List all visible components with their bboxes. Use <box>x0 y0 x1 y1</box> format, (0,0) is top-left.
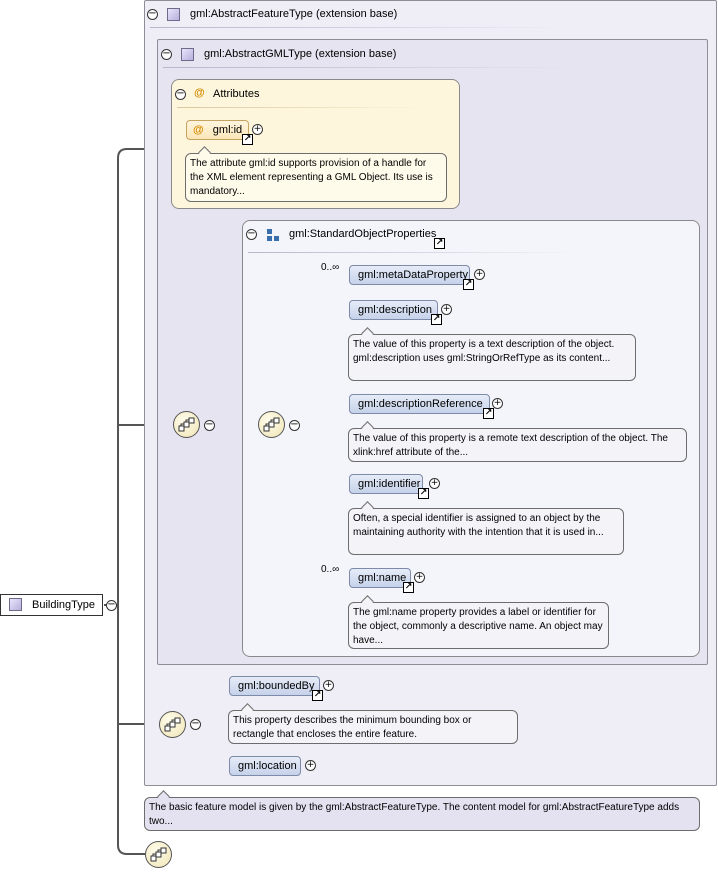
element-descriptionreference[interactable]: gml:descriptionReference <box>349 394 490 414</box>
attribute-at-icon: @ <box>194 87 205 99</box>
descriptionreference-link-icon[interactable]: ↗ <box>483 408 494 419</box>
metadataproperty-expand-icon[interactable]: + <box>474 269 485 280</box>
feature-sequence-compositor[interactable] <box>159 711 186 738</box>
identifier-link-icon[interactable]: ↗ <box>418 488 429 499</box>
name-expand-icon[interactable]: + <box>414 572 425 583</box>
gml-id-expand-icon[interactable]: + <box>252 124 263 135</box>
sequence-icon <box>263 417 280 432</box>
element-label: gml:name <box>358 572 407 584</box>
std-props-sequence-compositor[interactable] <box>258 411 285 438</box>
identifier-annotation: Often, a special identifier is assigned … <box>348 501 624 555</box>
root-complex-type[interactable]: BuildingType <box>0 594 103 616</box>
complex-type-icon <box>167 8 180 21</box>
complex-type-icon <box>9 598 22 611</box>
complex-type-icon <box>181 48 194 61</box>
boundedby-expand-icon[interactable]: + <box>323 680 334 691</box>
gml-id-link-icon[interactable]: ↗ <box>242 134 253 145</box>
description-link-icon[interactable]: ↗ <box>431 314 442 325</box>
element-metadataproperty[interactable]: gml:metaDataProperty <box>349 265 470 285</box>
gml-id-label: gml:id <box>212 124 243 136</box>
gml-sequence-collapse-toggle[interactable]: − <box>204 419 215 431</box>
feature-type-doc: The basic feature model is given by the … <box>149 802 680 827</box>
feature-type-annotation: The basic feature model is given by the … <box>144 790 700 831</box>
std-props-sequence-collapse-toggle[interactable]: − <box>289 419 300 431</box>
group-icon <box>267 229 279 241</box>
feature-ext-collapse-toggle[interactable]: − <box>147 8 158 20</box>
element-name[interactable]: gml:name <box>349 568 411 588</box>
identifier-doc: Often, a special identifier is assigned … <box>353 513 604 538</box>
gml-id-doc: The attribute gml:id supports provision … <box>190 158 433 197</box>
boundedby-link-icon[interactable]: ↗ <box>312 690 323 701</box>
element-label: gml:location <box>238 760 297 772</box>
element-identifier[interactable]: gml:identifier <box>349 474 423 494</box>
feature-sequence-collapse-toggle[interactable]: − <box>190 718 201 730</box>
name-doc: The gml:name property provides a label o… <box>353 607 603 646</box>
element-description[interactable]: gml:description <box>349 300 438 320</box>
descriptionreference-doc: The value of this property is a remote t… <box>353 433 668 458</box>
std-props-link-icon[interactable]: ↗ <box>434 238 445 249</box>
element-label: gml:boundedBy <box>238 680 315 692</box>
feature-ext-title: gml:AbstractFeatureType (extension base) <box>190 8 398 20</box>
std-props-collapse-toggle[interactable]: − <box>246 228 257 240</box>
occurrence-label: 0..∞ <box>321 262 340 273</box>
attributes-title: Attributes <box>213 88 260 100</box>
sequence-icon <box>178 417 195 432</box>
feature-ext-header-divider <box>150 27 570 28</box>
description-annotation: The value of this property is a text des… <box>348 327 636 381</box>
root-collapse-toggle[interactable]: − <box>106 599 117 611</box>
std-props-title: gml:StandardObjectProperties <box>289 228 437 240</box>
element-label: gml:metaDataProperty <box>358 269 469 281</box>
location-expand-icon[interactable]: + <box>305 760 316 771</box>
metadataproperty-link-icon[interactable]: ↗ <box>463 279 474 290</box>
gml-id-annotation: The attribute gml:id supports provision … <box>185 146 447 202</box>
description-doc: The value of this property is a text des… <box>353 339 615 364</box>
element-boundedby[interactable]: gml:boundedBy <box>229 676 320 696</box>
occurrence-label: 0..∞ <box>321 564 340 575</box>
sequence-icon <box>150 847 167 862</box>
element-label: gml:description <box>358 304 432 316</box>
gml-sequence-compositor[interactable] <box>173 411 200 438</box>
boundedby-doc: This property describes the minimum boun… <box>233 715 472 740</box>
attribute-at-icon: @ <box>193 124 204 136</box>
gml-id-attribute[interactable]: @ gml:id <box>186 120 249 140</box>
sequence-icon <box>164 717 181 732</box>
gml-ext-header-divider <box>163 67 573 68</box>
attributes-collapse-toggle[interactable]: − <box>175 88 186 100</box>
std-props-header-divider <box>248 252 578 253</box>
root-sequence-compositor[interactable] <box>145 841 172 868</box>
name-link-icon[interactable]: ↗ <box>403 582 414 593</box>
descriptionreference-annotation: The value of this property is a remote t… <box>348 421 687 462</box>
element-location[interactable]: gml:location <box>229 756 301 776</box>
gml-ext-title: gml:AbstractGMLType (extension base) <box>204 48 397 60</box>
root-label: BuildingType <box>32 599 95 611</box>
name-annotation: The gml:name property provides a label o… <box>348 595 609 649</box>
gml-ext-collapse-toggle[interactable]: − <box>161 48 172 60</box>
boundedby-annotation: This property describes the minimum boun… <box>228 703 518 744</box>
element-label: gml:descriptionReference <box>358 398 483 410</box>
descriptionreference-expand-icon[interactable]: + <box>492 398 503 409</box>
attributes-header-divider <box>177 107 427 108</box>
identifier-expand-icon[interactable]: + <box>429 478 440 489</box>
description-expand-icon[interactable]: + <box>441 304 452 315</box>
element-label: gml:identifier <box>358 478 421 490</box>
